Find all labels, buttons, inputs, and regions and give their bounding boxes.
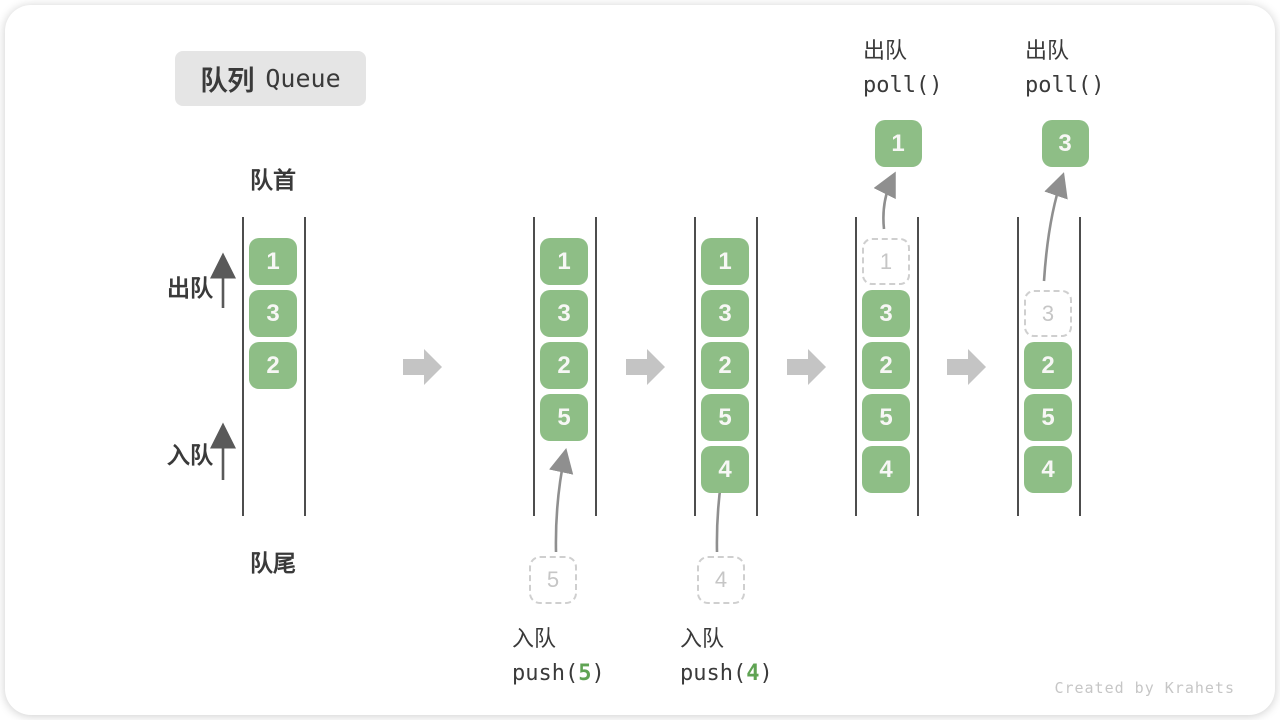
diagram-card: 队列 Queue 队首 队尾 出队 入队 1 3 2 1 3 2 5 5 1 3 2 5 4 4 1 3 2 5 4…: [5, 5, 1275, 715]
label-queue-front: 队首: [250, 167, 296, 193]
queue-5-slot-value-4: 4: [1024, 446, 1072, 493]
state-transition-arrow-3: [787, 349, 826, 385]
queue-3-push-label: 入队: [680, 626, 725, 651]
queue-3-slot-value-2: 2: [701, 342, 749, 389]
label-enqueue: 入队: [167, 442, 213, 468]
queue-4-wall-left: [855, 217, 857, 516]
label-queue-rear: 队尾: [250, 550, 296, 576]
queue-2-slot-value-2: 2: [540, 342, 588, 389]
queue-4-slot-value-3: 3: [862, 290, 910, 337]
queue-3-slot-value-1: 1: [701, 238, 749, 285]
queue-2-slot-value-1: 1: [540, 238, 588, 285]
push-fn-close: ): [759, 661, 773, 686]
queue-4-poll-annotation: 出队 poll(): [863, 33, 942, 98]
arrows-overlay: [210, 171, 1068, 553]
push-arg: 4: [746, 661, 760, 686]
queue-5-wall-right: [1079, 217, 1081, 516]
queue-2-slot-value-5: 5: [540, 394, 588, 441]
queue-5-slot-value-2: 2: [1024, 342, 1072, 389]
queue-3-slot-value-5: 5: [701, 394, 749, 441]
queue-4-wall-right: [917, 217, 919, 516]
queue-5-poll-label: 出队: [1025, 38, 1070, 63]
push-arg: 5: [578, 661, 592, 686]
queue-4-polled-box: 1: [874, 120, 922, 167]
queue-5-poll-code: poll(): [1025, 73, 1105, 98]
state-transition-arrow-2: [626, 349, 665, 385]
queue-4-slot-value-4: 4: [862, 446, 910, 493]
queue-5-wall-left: [1017, 217, 1019, 516]
queue-5-poll-arrow: [1042, 172, 1068, 282]
queue-2-wall-right: [595, 217, 597, 516]
watermark: Created by Krahets: [1054, 679, 1235, 697]
queue-3-wall-right: [756, 217, 758, 516]
queue-5-poll-annotation: 出队 poll(): [1025, 33, 1104, 98]
queue-4-slot-removed-value-1: 1: [862, 238, 910, 285]
queue-5-slot-value-5: 5: [1024, 394, 1072, 441]
title-zh: 队列: [200, 66, 255, 96]
queue-2-wall-left: [533, 217, 535, 516]
queue-2-push-arrow: [549, 447, 574, 553]
queue-1-wall-right: [304, 217, 306, 516]
label-dequeue: 出队: [167, 275, 213, 301]
state-transition-arrow-4: [947, 349, 986, 385]
title-box: 队列 Queue: [175, 51, 366, 106]
state-transition-arrow-1: [403, 349, 442, 385]
queue-3-slot-value-3: 3: [701, 290, 749, 337]
queue-3-wall-left: [694, 217, 696, 516]
queue-1-wall-left: [242, 217, 244, 516]
queue-1-slot-value-2: 2: [249, 342, 297, 389]
queue-2-push-annotation: 入队 push(5): [512, 621, 605, 686]
queue-2-push-code: push(5): [512, 661, 605, 686]
queue-5-slot-removed-value-3: 3: [1024, 290, 1072, 337]
queue-2-slot-value-3: 3: [540, 290, 588, 337]
queue-3-push-code: push(4): [680, 661, 773, 686]
queue-4-poll-arrow: [873, 171, 896, 230]
queue-4-slot-value-5: 5: [862, 394, 910, 441]
queue-1-slot-value-1: 1: [249, 238, 297, 285]
queue-4-poll-label: 出队: [863, 38, 908, 63]
queue-3-push-annotation: 入队 push(4): [680, 621, 773, 686]
push-fn-open: push(: [680, 661, 747, 686]
queue-2-incoming-ghost-box: 5: [529, 556, 577, 604]
queue-5-polled-box: 3: [1041, 120, 1089, 167]
queue-3-slot-value-4: 4: [701, 446, 749, 493]
queue-1-slot-value-3: 3: [249, 290, 297, 337]
title-en: Queue: [265, 64, 341, 93]
push-fn-close: ): [591, 661, 605, 686]
push-fn-open: push(: [512, 661, 579, 686]
queue-4-slot-value-2: 2: [862, 342, 910, 389]
queue-4-poll-code: poll(): [863, 73, 943, 98]
queue-3-incoming-ghost-box: 4: [697, 556, 745, 604]
queue-2-push-label: 入队: [512, 626, 557, 651]
